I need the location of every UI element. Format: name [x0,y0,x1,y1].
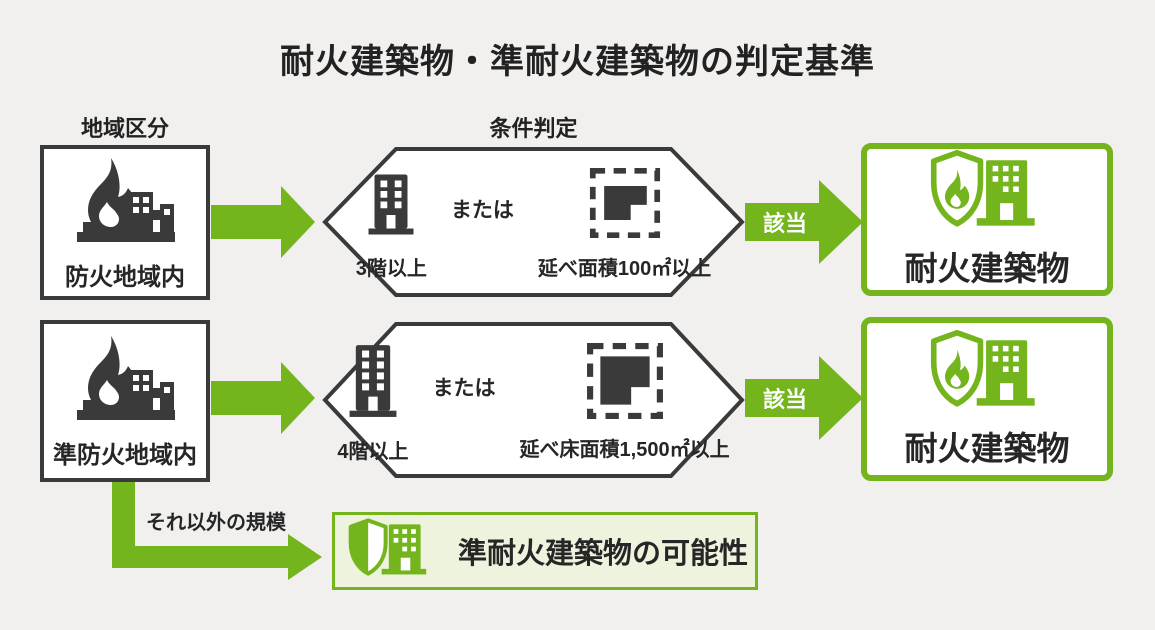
shield-flame-building-icon [926,329,1048,420]
condition-floor-area: 延べ床面積1,500㎡以上 [520,342,730,462]
fallback-arrow-label: それ以外の規模 [146,512,286,534]
condition-floors: 3階以上 [356,167,427,281]
fallback-result-label: 準耐火建築物の可能性 [457,538,748,570]
arrow-right-icon [745,180,863,264]
shield-flame-building-icon [926,149,1048,240]
result-box-semi-fireproof-possibility: 準耐火建築物の可能性 [332,512,758,590]
or-label: または [450,199,514,222]
page-title: 耐火建築物・準耐火建築物の判定基準 [280,43,875,81]
result-label: 耐火建築物 [904,250,1070,287]
floors-label: 3階以上 [355,258,427,280]
result-box-fireproof: 耐火建築物 [861,317,1113,481]
match-label: 該当 [762,387,807,412]
shield-building-icon [342,517,442,585]
dashed-floor-area-icon [586,342,664,425]
floor-area-label: 延べ床面積1,500㎡以上 [519,439,730,461]
match-arrow: 該当 [745,178,863,266]
result-box-fireproof: 耐火建築物 [861,143,1113,296]
flame-city-icon [69,154,181,251]
condition-hexagon-2: 4階以上 または 延べ床面積1,500㎡以上 [322,321,745,479]
match-arrow: 該当 [745,354,863,442]
column-header-area: 地域区分 [80,116,169,141]
arrow-right-icon [211,186,315,258]
condition-floor-area: 延べ面積100㎡以上 [538,167,711,281]
arrow-right-icon [745,356,863,440]
column-header-condition: 条件判定 [489,116,578,141]
condition-hexagon-1: 3階以上 または 延べ面積100㎡以上 [322,146,745,298]
arrow-right-icon [211,362,315,434]
connector-horizontal-bar [112,546,288,568]
dashed-floor-area-icon [589,167,661,244]
building-3-floors-icon [367,167,415,244]
area-label: 準防火地域内 [53,442,197,469]
area-box-fire-zone: 防火地域内 [40,145,210,300]
flame-city-icon [69,332,181,429]
floor-area-label: 延べ面積100㎡以上 [537,258,712,280]
area-label: 防火地域内 [65,263,185,291]
arrow-head-icon [288,534,322,580]
result-label: 耐火建築物 [904,429,1070,467]
or-label: または [432,377,496,400]
condition-floors: 4階以上 [337,340,409,464]
match-label: 該当 [762,211,807,236]
floors-label: 4階以上 [337,441,409,463]
building-4-floors-icon [348,340,398,427]
area-box-semi-fire-zone: 準防火地域内 [40,320,210,482]
